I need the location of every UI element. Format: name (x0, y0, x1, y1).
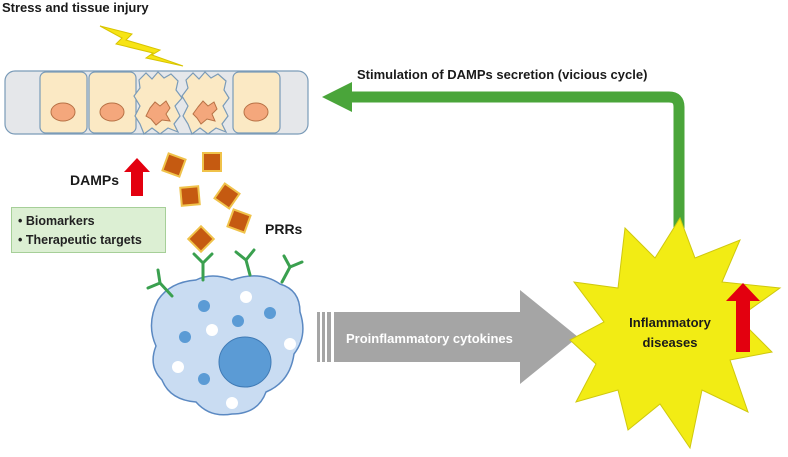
feedback-label: Stimulation of DAMPs secretion (vicious … (357, 67, 648, 82)
disease-label: Inflammatory diseases (620, 313, 720, 353)
title: Stress and tissue injury (2, 0, 149, 15)
application-item: • Biomarkers (18, 214, 95, 228)
cytokine-arrow (317, 290, 578, 384)
damps-label: DAMPs (70, 172, 120, 188)
starburst-icon (569, 216, 782, 450)
disease-label-line: diseases (642, 335, 698, 350)
damps-particles (161, 152, 252, 254)
prr-receptors (146, 248, 304, 298)
cell-layer-icon (4, 70, 309, 135)
lightning-icon (99, 25, 184, 67)
application-item: • Therapeutic targets (18, 233, 142, 247)
prrs-label: PRRs (265, 221, 303, 237)
cytokines-label: Proinflammatory cytokines (346, 331, 513, 346)
applications-box: • Biomarkers • Therapeutic targets (11, 207, 166, 253)
disease-label-line: Inflammatory (629, 315, 711, 330)
feedback-arrow (350, 91, 685, 262)
up-arrow-icon (124, 158, 150, 196)
macrophage-icon (150, 275, 304, 416)
disease-up-arrow-icon (726, 283, 760, 352)
